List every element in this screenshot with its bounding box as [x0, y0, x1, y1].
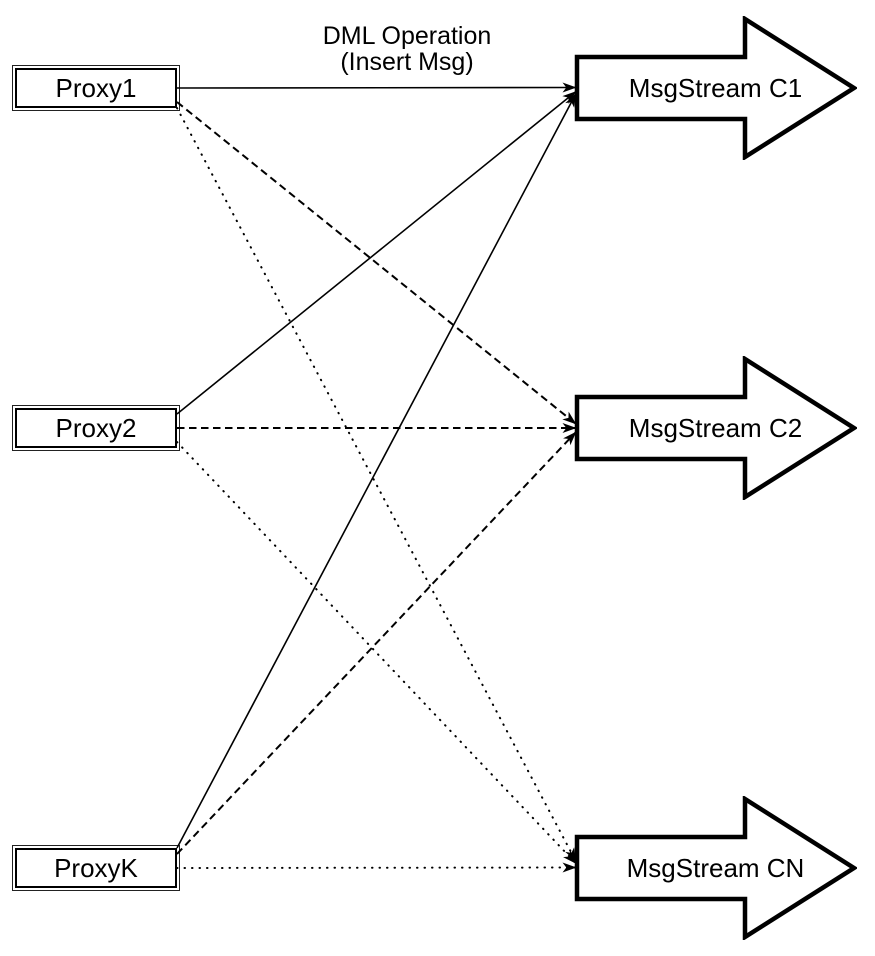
edge-proxyk-cn — [176, 862, 577, 873]
diagram-title: DML Operation (Insert Msg) — [257, 23, 557, 75]
edge-proxy2-cn — [176, 441, 577, 865]
edge-proxy1-cn — [176, 107, 577, 863]
edge-proxy1-c2 — [176, 101, 577, 425]
edge-proxy2-c1 — [176, 90, 577, 415]
title-line-2: (Insert Msg) — [340, 48, 474, 76]
node-proxyk-label: ProxyK — [54, 852, 138, 883]
node-proxy2-label: Proxy2 — [55, 412, 137, 443]
node-msgstream-cn: MsgStream CN — [574, 796, 857, 940]
block-arrow-icon — [574, 796, 857, 940]
block-arrow-icon — [574, 16, 857, 160]
node-msgstream-c2: MsgStream C2 — [574, 356, 857, 500]
block-arrow-icon — [574, 356, 857, 500]
edge-proxyk-c1 — [176, 93, 577, 849]
node-msgstream-cn-label: MsgStream CN — [626, 852, 805, 883]
node-proxy2: Proxy2 — [12, 405, 180, 451]
node-msgstream-c1-label: MsgStream C1 — [628, 72, 803, 103]
edge-proxyk-c2 — [176, 431, 577, 855]
node-proxyk: ProxyK — [12, 845, 180, 891]
title-line-1: DML Operation — [322, 22, 492, 50]
edge-proxy1-c1 — [176, 82, 577, 93]
node-proxy1: Proxy1 — [12, 65, 180, 111]
node-proxy1-label: Proxy1 — [55, 72, 137, 103]
node-msgstream-c1: MsgStream C1 — [574, 16, 857, 160]
node-msgstream-c2-label: MsgStream C2 — [628, 412, 803, 443]
